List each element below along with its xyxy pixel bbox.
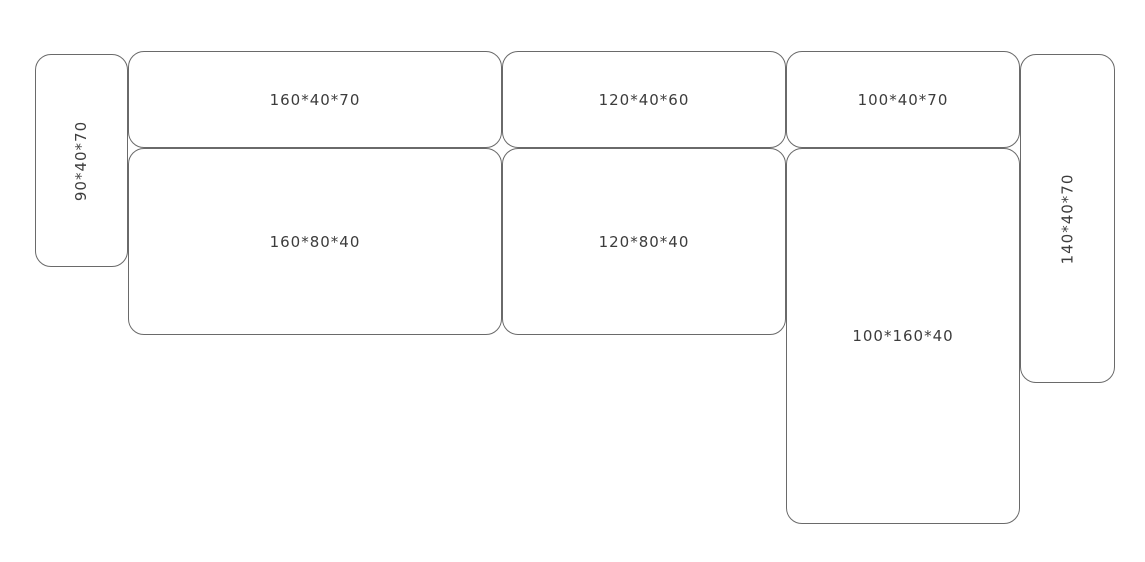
sofa-module-chaise: 100*160*40 — [786, 148, 1020, 524]
sofa-module-backrest-middle: 120*40*60 — [502, 51, 786, 148]
module-dimension-label: 120*80*40 — [598, 232, 690, 251]
module-dimension-label: 100*40*70 — [857, 90, 949, 109]
module-dimension-label: 100*160*40 — [852, 327, 954, 345]
module-dimension-label: 160*80*40 — [269, 232, 361, 251]
module-dimension-label: 160*40*70 — [269, 90, 361, 109]
module-dimension-label: 140*40*70 — [1058, 173, 1077, 264]
sofa-module-seat-left: 160*80*40 — [128, 148, 502, 335]
sofa-module-backrest-right: 100*40*70 — [786, 51, 1020, 148]
module-dimension-label: 120*40*60 — [598, 90, 690, 109]
sofa-module-seat-middle: 120*80*40 — [502, 148, 786, 335]
sofa-module-right-armrest: 140*40*70 — [1020, 54, 1115, 383]
module-dimension-label: 90*40*70 — [72, 120, 91, 201]
sofa-module-left-armrest: 90*40*70 — [35, 54, 128, 267]
sofa-module-backrest-left: 160*40*70 — [128, 51, 502, 148]
